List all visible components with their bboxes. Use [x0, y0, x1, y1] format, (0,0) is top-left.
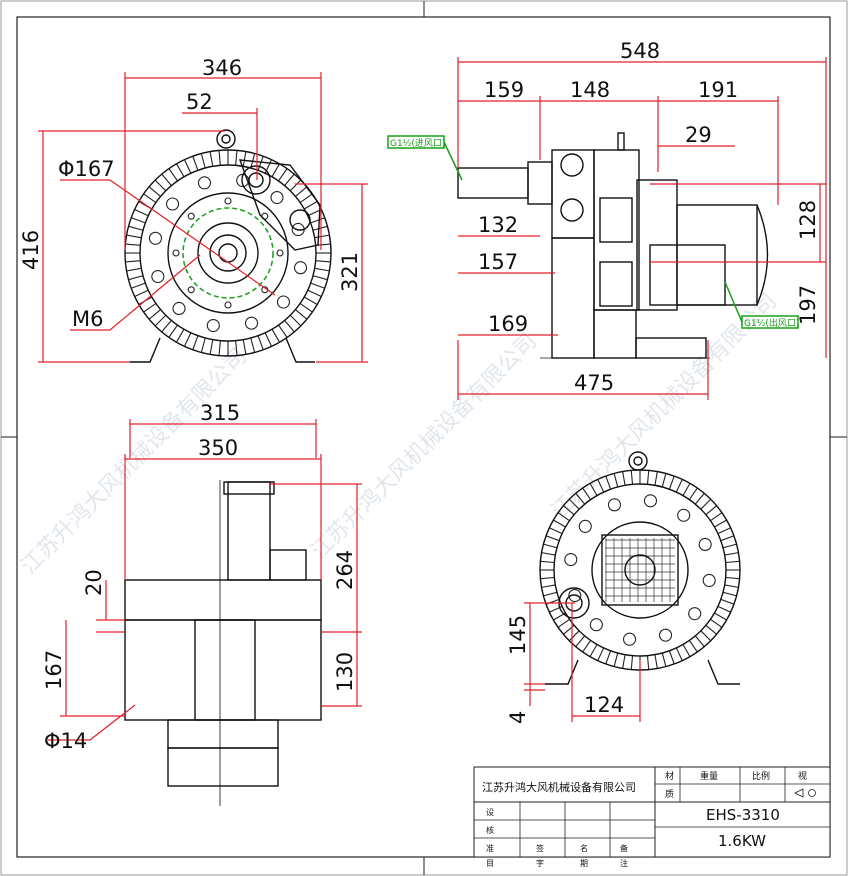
dim-side-148: 148 — [570, 78, 610, 102]
title-block: 江苏升鸿大风机械设备有限公司 材 质 重量 比例 视 EHS-3310 1.6K… — [473, 766, 831, 868]
dim-front-width: 346 — [202, 56, 242, 80]
rear-bolt-holes — [564, 494, 716, 646]
dim-side-29: 29 — [685, 123, 712, 147]
design-label: 设 — [486, 807, 494, 817]
dim-top-315: 315 — [200, 401, 240, 425]
approve-label: 准 — [486, 843, 494, 853]
col-a-label: 目 — [486, 859, 494, 868]
sign-label: 签 — [536, 843, 544, 853]
inlet-port-label: G1½(进风口) — [390, 138, 445, 149]
weight-label: 重量 — [700, 770, 718, 782]
company-name: 江苏升鸿大风机械设备有限公司 — [482, 780, 636, 794]
dim-top-20: 20 — [82, 569, 106, 596]
watermark-text-2: 江苏升鸿大风机械设备有限公司 — [307, 329, 542, 564]
rear-motor-grille — [605, 538, 675, 602]
dim-front-center-height: 321 — [338, 252, 362, 292]
dim-side-128: 128 — [796, 200, 820, 240]
dim-side-132: 132 — [478, 213, 518, 237]
dim-front-bolt-circle: Φ167 — [58, 157, 115, 181]
dim-top-350: 350 — [198, 436, 238, 460]
power-rating: 1.6KW — [718, 832, 766, 850]
col-d-label: 注 — [620, 858, 628, 868]
dim-rear-4: 4 — [506, 711, 530, 724]
watermark-text-1: 江苏升鸿大风机械设备有限公司 — [17, 344, 252, 579]
dim-front-height: 416 — [19, 230, 43, 270]
front-view: 346 52 416 321 Φ167 M6 — [19, 56, 368, 363]
quality-label: 质 — [665, 788, 674, 800]
col-c-label: 期 — [580, 859, 588, 868]
material-label: 材 — [665, 770, 674, 782]
remark-label: 备 — [620, 843, 628, 853]
rear-fins — [540, 470, 740, 670]
front-bolt-holes — [148, 173, 308, 333]
check-label: 核 — [486, 825, 494, 835]
model-number: EHS-3310 — [706, 806, 780, 824]
dim-rear-124: 124 — [584, 693, 624, 717]
dim-side-length: 548 — [620, 39, 660, 63]
dim-rear-145: 145 — [506, 615, 530, 655]
rear-view: 145 124 4 — [506, 451, 741, 724]
top-view: 350 315 264 130 20 167 Φ14 — [42, 401, 362, 806]
col-b-label: 字 — [536, 858, 544, 868]
view-label: 视 — [798, 770, 807, 782]
dim-front-thread: M6 — [72, 307, 103, 331]
dim-side-169: 169 — [488, 312, 528, 336]
scale-label: 比例 — [752, 770, 770, 782]
dim-front-offset: 52 — [186, 90, 213, 114]
dim-side-191: 191 — [698, 78, 738, 102]
name-label: 名 — [580, 843, 588, 853]
dim-side-159: 159 — [484, 78, 524, 102]
dim-side-base: 475 — [574, 371, 614, 395]
dim-top-hole: Φ14 — [44, 729, 87, 753]
dim-side-157: 157 — [478, 250, 518, 274]
dim-top-264: 264 — [333, 550, 357, 590]
dim-top-167: 167 — [42, 650, 66, 690]
outlet-port-label: G1½(出风口) — [744, 317, 799, 329]
side-view: 548 159 148 191 29 132 157 169 475 128 1… — [387, 39, 827, 400]
dim-side-197: 197 — [796, 285, 820, 325]
front-fins — [125, 150, 331, 356]
dim-top-130: 130 — [333, 652, 357, 692]
projection-symbol-icon — [794, 788, 816, 798]
